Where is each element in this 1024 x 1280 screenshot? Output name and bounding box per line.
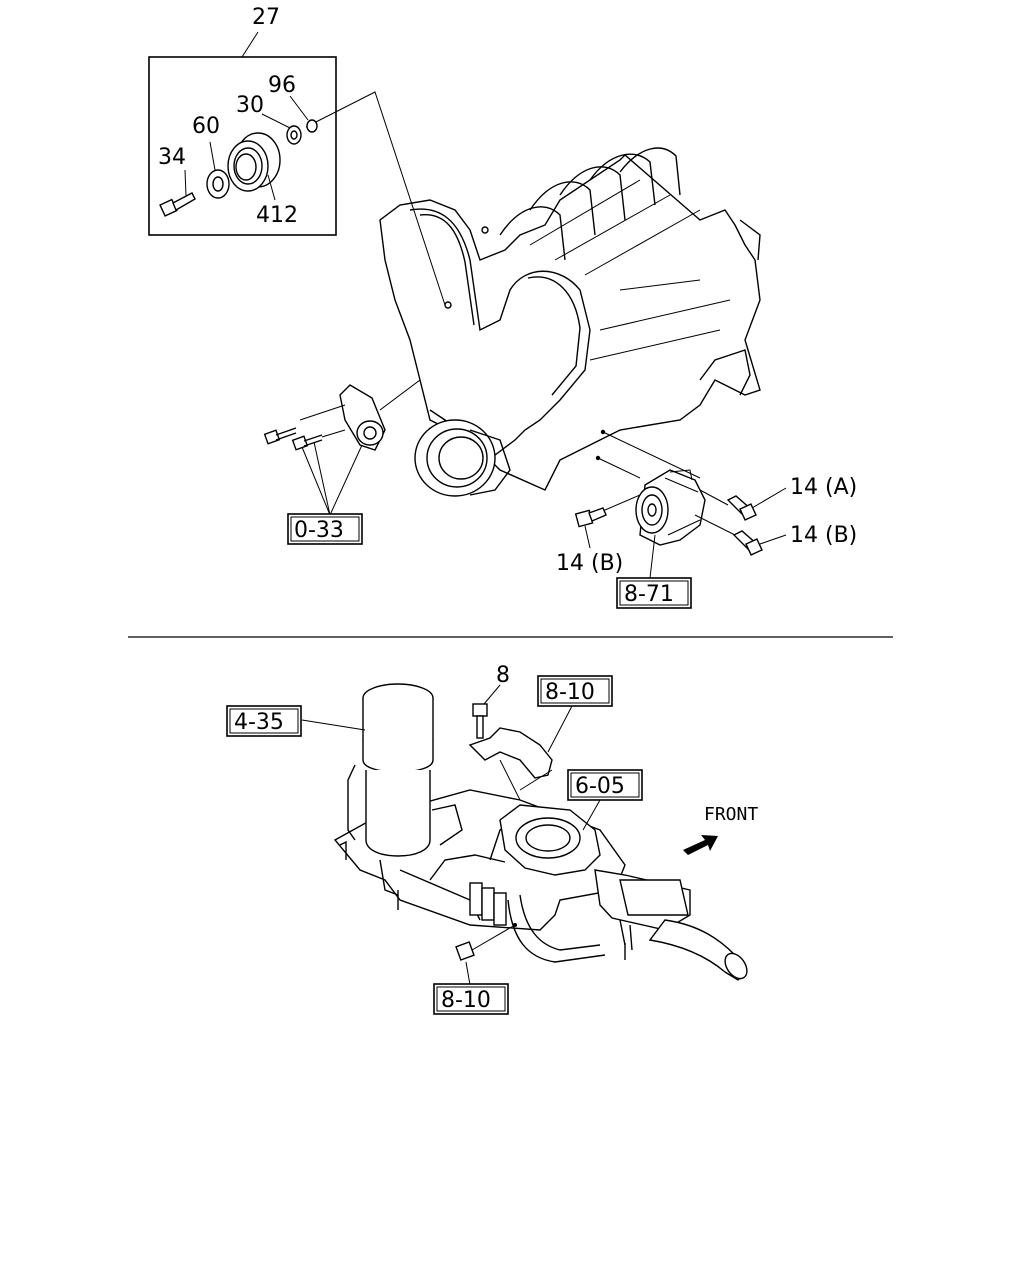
- nut-icon: [306, 119, 318, 133]
- callout-412: 412: [256, 203, 298, 228]
- bolt-icon: [472, 703, 488, 739]
- bolt-icon: [263, 427, 297, 445]
- svg-text:4-35: 4-35: [234, 710, 284, 735]
- callout-14b-right: 14 (B): [790, 523, 857, 548]
- svg-text:8-71: 8-71: [624, 582, 674, 607]
- ref-box-0-33[interactable]: 0-33: [287, 513, 363, 545]
- detail-inset-27: [148, 31, 446, 306]
- svg-text:6-05: 6-05: [575, 774, 625, 799]
- ref-box-8-10-bottom[interactable]: 8-10: [433, 983, 509, 1015]
- ref-box-8-10-top[interactable]: 8-10: [537, 675, 613, 707]
- bolt-14b-right: [732, 530, 763, 556]
- callout-96: 96: [268, 73, 296, 98]
- ac-compressor: [597, 431, 736, 546]
- washer-icon: [206, 169, 230, 199]
- front-direction-arrow: FRONT: [683, 804, 758, 855]
- washer-icon: [286, 125, 302, 145]
- callout-14a: 14 (A): [790, 475, 857, 500]
- bolt-14b-left: [574, 507, 607, 528]
- ref-box-8-71[interactable]: 8-71: [616, 577, 692, 609]
- callout-27: 27: [252, 5, 280, 30]
- tensioner-bracket: [263, 379, 421, 451]
- ref-box-4-35[interactable]: 4-35: [226, 705, 302, 737]
- engine-assembly: [379, 147, 761, 497]
- callout-60: 60: [192, 114, 220, 139]
- ref-box-6-05[interactable]: 6-05: [567, 769, 643, 801]
- callout-8: 8: [496, 663, 510, 688]
- svg-text:8-10: 8-10: [441, 988, 491, 1013]
- callout-30: 30: [236, 93, 264, 118]
- bolt-icon: [159, 192, 196, 217]
- air-cleaner-assembly: [333, 683, 748, 981]
- pulley-icon: [227, 132, 281, 192]
- svg-text:8-10: 8-10: [545, 680, 595, 705]
- bolt-14a: [726, 495, 757, 521]
- front-label: FRONT: [704, 804, 758, 825]
- callout-34: 34: [158, 145, 186, 170]
- callout-14b-left: 14 (B): [556, 551, 623, 576]
- bolt-icon: [291, 434, 323, 451]
- nut-icon: [455, 941, 475, 961]
- svg-text:0-33: 0-33: [294, 518, 344, 543]
